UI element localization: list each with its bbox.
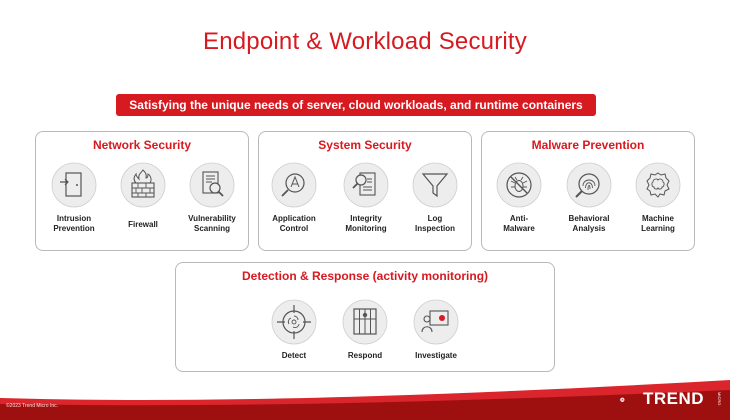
application-control-item: Application Control	[259, 162, 329, 234]
trend-micro-logo-icon	[620, 397, 625, 402]
application-control-icon	[271, 162, 317, 208]
logo-wordmark: TREND	[643, 389, 705, 408]
brain-gear-icon	[635, 162, 681, 208]
item-label: Detect	[281, 351, 307, 360]
firewall-icon	[120, 162, 166, 208]
system-security-panel: System Security Application Control Inte…	[258, 131, 472, 251]
panel-title: Detection & Response (activity monitorin…	[241, 269, 489, 283]
anti-malware-item: Anti- Malware	[484, 162, 554, 234]
firewall-item: Firewall	[108, 162, 178, 230]
door-shield-icon	[51, 162, 97, 208]
respond-item: Respond	[330, 299, 400, 361]
item-label: Intrusion Prevention	[53, 214, 95, 233]
item-label: Log Inspection	[414, 214, 455, 233]
machine-learning-item: Machine Learning	[623, 162, 693, 234]
log-inspection-item: Log Inspection	[400, 162, 470, 234]
investigator-screen-icon	[413, 299, 459, 345]
item-label: Respond	[347, 351, 383, 360]
panel-title: Network Security	[92, 138, 192, 152]
integrity-monitoring-icon	[343, 162, 389, 208]
vulnerability-scanning-item: Vulnerability Scanning	[177, 162, 247, 234]
subtitle-banner: Satisfying the unique needs of server, c…	[116, 94, 596, 116]
item-label: Machine Learning	[641, 214, 675, 233]
detection-response-panel: Detection & Response (activity monitorin…	[175, 262, 555, 372]
logo-sub-wordmark: MICRO	[717, 392, 722, 406]
malware-prevention-panel: Malware Prevention Anti- Malware Behavio…	[481, 131, 695, 251]
panel-title: Malware Prevention	[531, 138, 645, 152]
page-title: Endpoint & Workload Security	[203, 28, 527, 55]
item-label: Investigate	[415, 351, 457, 360]
item-label: Application Control	[272, 214, 316, 233]
item-label: Anti- Malware	[503, 214, 535, 233]
filter-icon	[412, 162, 458, 208]
intrusion-prevention-item: Intrusion Prevention	[39, 162, 109, 234]
integrity-monitoring-item: Integrity Monitoring	[331, 162, 401, 234]
item-label: Integrity Monitoring	[345, 214, 387, 233]
panel-title: System Security	[318, 138, 412, 152]
copyright-text: ©2023 Trend Micro Inc.	[6, 403, 59, 409]
item-label: Firewall	[128, 220, 158, 229]
jail-bars-icon	[342, 299, 388, 345]
item-label: Behavioral Analysis	[568, 214, 610, 233]
fingerprint-search-icon	[566, 162, 612, 208]
footer-swoosh	[0, 380, 730, 420]
crosshair-biohazard-icon	[271, 299, 317, 345]
behavioral-analysis-item: Behavioral Analysis	[554, 162, 624, 234]
bug-blocked-icon	[496, 162, 542, 208]
detect-item: Detect	[259, 299, 329, 361]
investigate-item: Investigate	[401, 299, 471, 361]
item-label: Vulnerability Scanning	[188, 214, 236, 233]
document-scan-icon	[189, 162, 235, 208]
network-security-panel: Network Security Intrusion Prevention Fi…	[35, 131, 249, 251]
